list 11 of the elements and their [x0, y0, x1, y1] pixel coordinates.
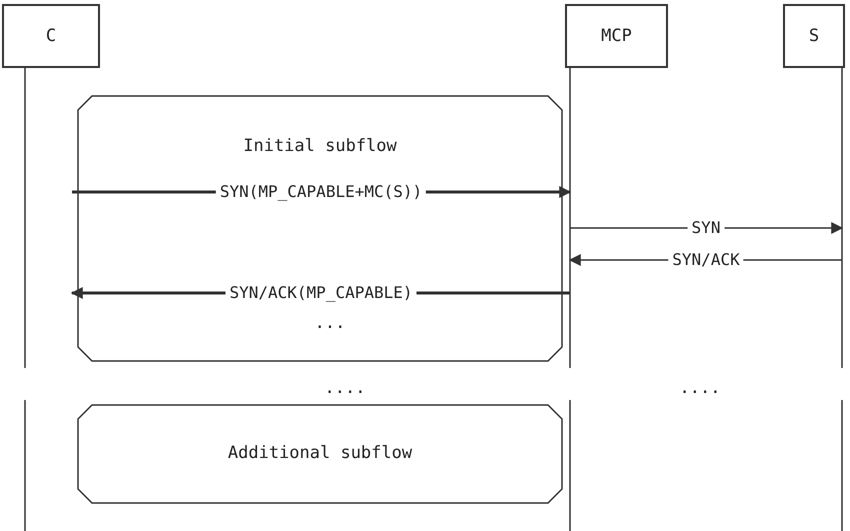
host-box: S	[783, 4, 845, 68]
subflow-title: Initial subflow	[242, 136, 398, 156]
ellipsis-note: ....	[324, 378, 366, 398]
host-box: C	[2, 4, 100, 68]
host-box: MCP	[565, 4, 668, 68]
ellipsis-note: ....	[680, 378, 720, 398]
ellipsis-note: ...	[314, 313, 346, 333]
edge-label: SYN/ACK	[668, 251, 744, 269]
edge-label: SYN(MP_CAPABLE+MC(S))	[216, 183, 426, 201]
edge-label: SYN/ACK(MP_CAPABLE)	[225, 284, 417, 302]
subflow-title: Additional subflow	[226, 443, 414, 463]
